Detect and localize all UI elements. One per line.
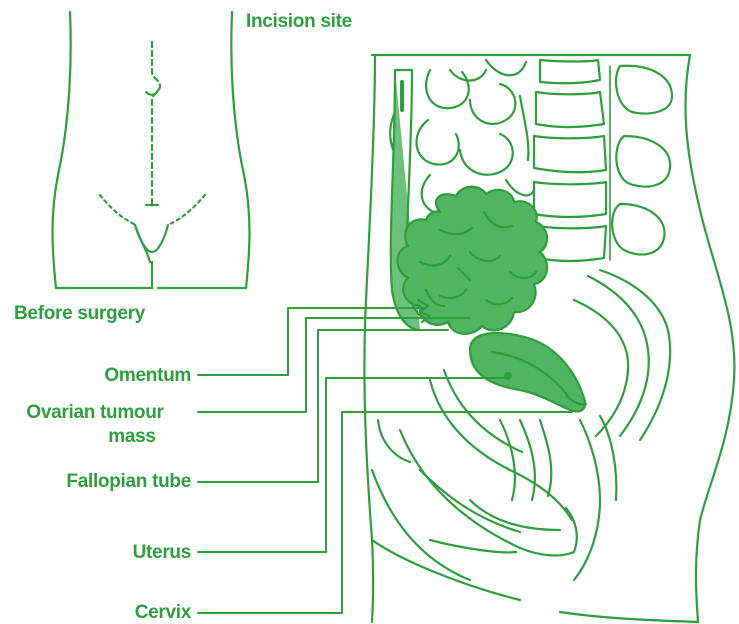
incision-line: [152, 42, 160, 205]
cervix-label: Cervix: [135, 602, 191, 624]
ovarian-tumour-mass-label-line2: mass: [82, 426, 182, 448]
uterus-label: Uterus: [133, 542, 191, 564]
fallopian-tube-label: Fallopian tube: [66, 471, 191, 493]
omentum-label: Omentum: [104, 365, 191, 387]
pelvis-outline: [364, 55, 734, 622]
before-surgery-label: Before surgery: [14, 303, 145, 325]
ovarian-tumour-mass-label-line1: Ovarian tumour: [6, 402, 184, 424]
incision-site-label: Incision site: [246, 11, 352, 33]
navel-icon: [146, 90, 158, 95]
uterus: [470, 333, 586, 411]
